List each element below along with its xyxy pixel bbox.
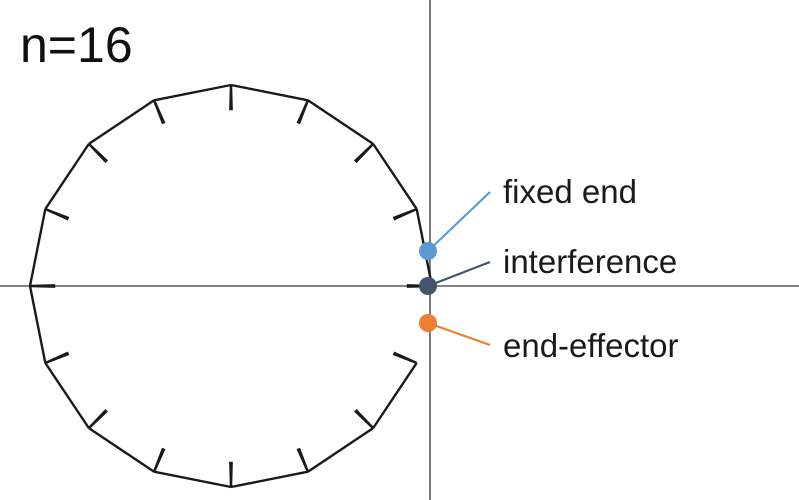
end-effector-label: end-effector [503, 327, 679, 364]
truss-module [296, 447, 310, 473]
truss-link [153, 470, 232, 489]
interference-leader-line [427, 260, 491, 288]
truss-module [44, 351, 70, 365]
truss-module [392, 207, 418, 221]
fixed-end-leader-line [427, 191, 491, 252]
truss-link [28, 285, 47, 364]
truss-link [44, 143, 90, 210]
truss-module [392, 351, 418, 365]
truss-link [153, 83, 232, 102]
end-effector-leader-line [427, 321, 491, 347]
truss-ring [28, 83, 434, 489]
truss-module [88, 143, 109, 164]
truss-module [296, 99, 310, 125]
truss-module [229, 461, 233, 488]
truss-link [230, 83, 309, 102]
truss-module [88, 408, 109, 429]
end-effector-marker [419, 314, 437, 332]
truss-link [88, 427, 155, 473]
truss-module [152, 99, 166, 125]
diagram-title: n=16 [20, 17, 133, 73]
interference-label: interference [503, 243, 677, 280]
truss-link [230, 470, 309, 489]
truss-module [152, 447, 166, 473]
truss-link [88, 99, 155, 145]
truss-link [307, 99, 374, 145]
truss-link [372, 362, 418, 429]
truss-link [28, 208, 47, 287]
truss-module [353, 143, 374, 164]
fixed-end-label: fixed end [503, 173, 637, 210]
interference-marker [419, 277, 437, 295]
fixed-end-marker [419, 242, 437, 260]
truss-module [44, 207, 70, 221]
truss-module [353, 408, 374, 429]
truss-link [44, 362, 90, 429]
truss-module [29, 284, 56, 288]
truss-link [372, 143, 418, 210]
truss-link [307, 427, 374, 473]
truss-module [229, 84, 233, 111]
